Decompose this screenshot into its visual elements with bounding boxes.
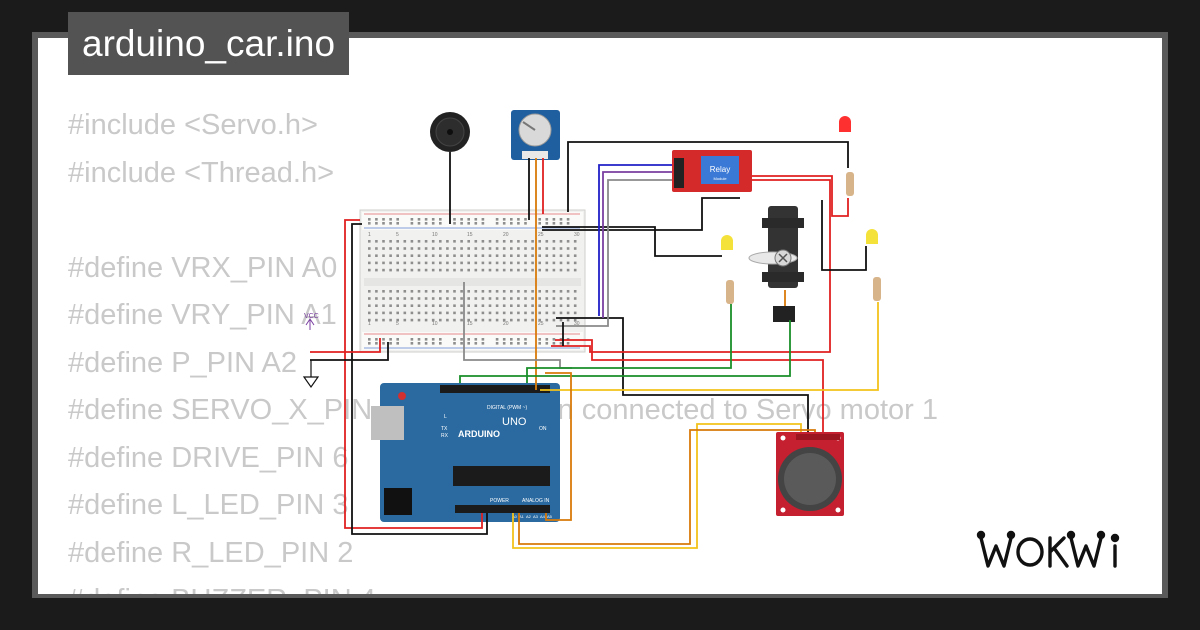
resistor-1 [846, 172, 854, 196]
vcc-label: VCC [304, 313, 319, 320]
gnd-symbol [302, 360, 320, 389]
relay-module[interactable]: Relay Module [672, 150, 752, 192]
breadboard-column-label: 25 [538, 232, 544, 238]
relay-label: Relay [710, 165, 730, 174]
analog-pin-label: A0 [512, 514, 518, 519]
arduino-logo-text: ARDUINO [458, 429, 500, 439]
resistor-2 [726, 280, 734, 304]
file-name-tab[interactable]: arduino_car.ino [68, 12, 350, 75]
servo-motor[interactable] [748, 206, 804, 322]
digital-header-label: DIGITAL (PWM ~) [487, 405, 527, 411]
rx-label: RX [441, 433, 449, 439]
breadboard-holes [368, 218, 577, 345]
breadboard-column-label: 10 [432, 321, 438, 327]
wokwi-logo-mark [976, 530, 1120, 568]
breadboard-column-label: 15 [467, 232, 473, 238]
breadboard-column-label: 30 [574, 232, 580, 238]
vcc-symbol: VCC [304, 313, 319, 330]
breadboard-column-label: 20 [503, 232, 509, 238]
analog-pin-label: A3 [533, 514, 539, 519]
on-label: ON [539, 426, 547, 432]
l-led-label: L [444, 414, 447, 420]
breadboard-column-label: 1 [368, 232, 371, 238]
analog-pin-label: A4 [540, 514, 546, 519]
code-line: #include <Thread.h> [68, 156, 335, 189]
arduino-uno[interactable]: ARDUINO UNO DIGITAL (PWM ~) POWER ANALOG… [371, 383, 560, 522]
code-editor-preview: #include <Servo.h> #include <Thread.h> #de… [68, 102, 938, 594]
project-preview-card: #include <Servo.h> #include <Thread.h> #de… [38, 38, 1162, 594]
code-line: #define VRY_PIN A1 [68, 299, 337, 331]
breadboard-column-label: 15 [467, 321, 473, 327]
wires [310, 141, 879, 549]
potentiometer[interactable] [511, 110, 560, 160]
relay-sublabel: Module [713, 176, 727, 181]
code-line: #define VRX_PIN A0 [68, 251, 338, 284]
code-line: #define L_LED_PIN 3 [68, 489, 349, 521]
code-line: #define P_PIN A2 [68, 346, 297, 379]
analog-pin-label: A5 [547, 514, 553, 519]
breadboard-column-label: 1 [368, 321, 371, 327]
code-line: #define R_LED_PIN 2 [68, 536, 354, 569]
analog-header-label: ANALOG IN [522, 498, 550, 504]
buzzer[interactable] [430, 112, 470, 152]
breadboard-column-label: 25 [538, 321, 544, 327]
breadboard-column-label: 5 [396, 232, 399, 238]
breadboard-column-label: 5 [396, 321, 399, 327]
led-yellow-right[interactable] [866, 229, 878, 244]
breadboard-column-label: 20 [503, 321, 509, 327]
led-red[interactable] [839, 116, 851, 132]
resistor-3 [873, 277, 881, 301]
arduino-model: UNO [502, 416, 527, 428]
tx-label: TX [441, 426, 448, 432]
analog-pin-label: A1 [519, 514, 525, 519]
code-line: #define DRIVE_PIN 6 [68, 441, 349, 474]
wokwi-logo [974, 526, 1152, 578]
code-line: #include <Servo.h> [68, 109, 318, 141]
joystick-module[interactable] [776, 432, 844, 516]
analog-pin-label: A2 [526, 514, 532, 519]
code-line: #define BUZZER_PIN 4 [68, 577, 938, 594]
breadboard-column-label: 10 [432, 232, 438, 238]
power-header-label: POWER [490, 498, 509, 504]
breadboard-column-label: 30 [574, 321, 580, 327]
led-yellow-left[interactable] [721, 235, 733, 250]
